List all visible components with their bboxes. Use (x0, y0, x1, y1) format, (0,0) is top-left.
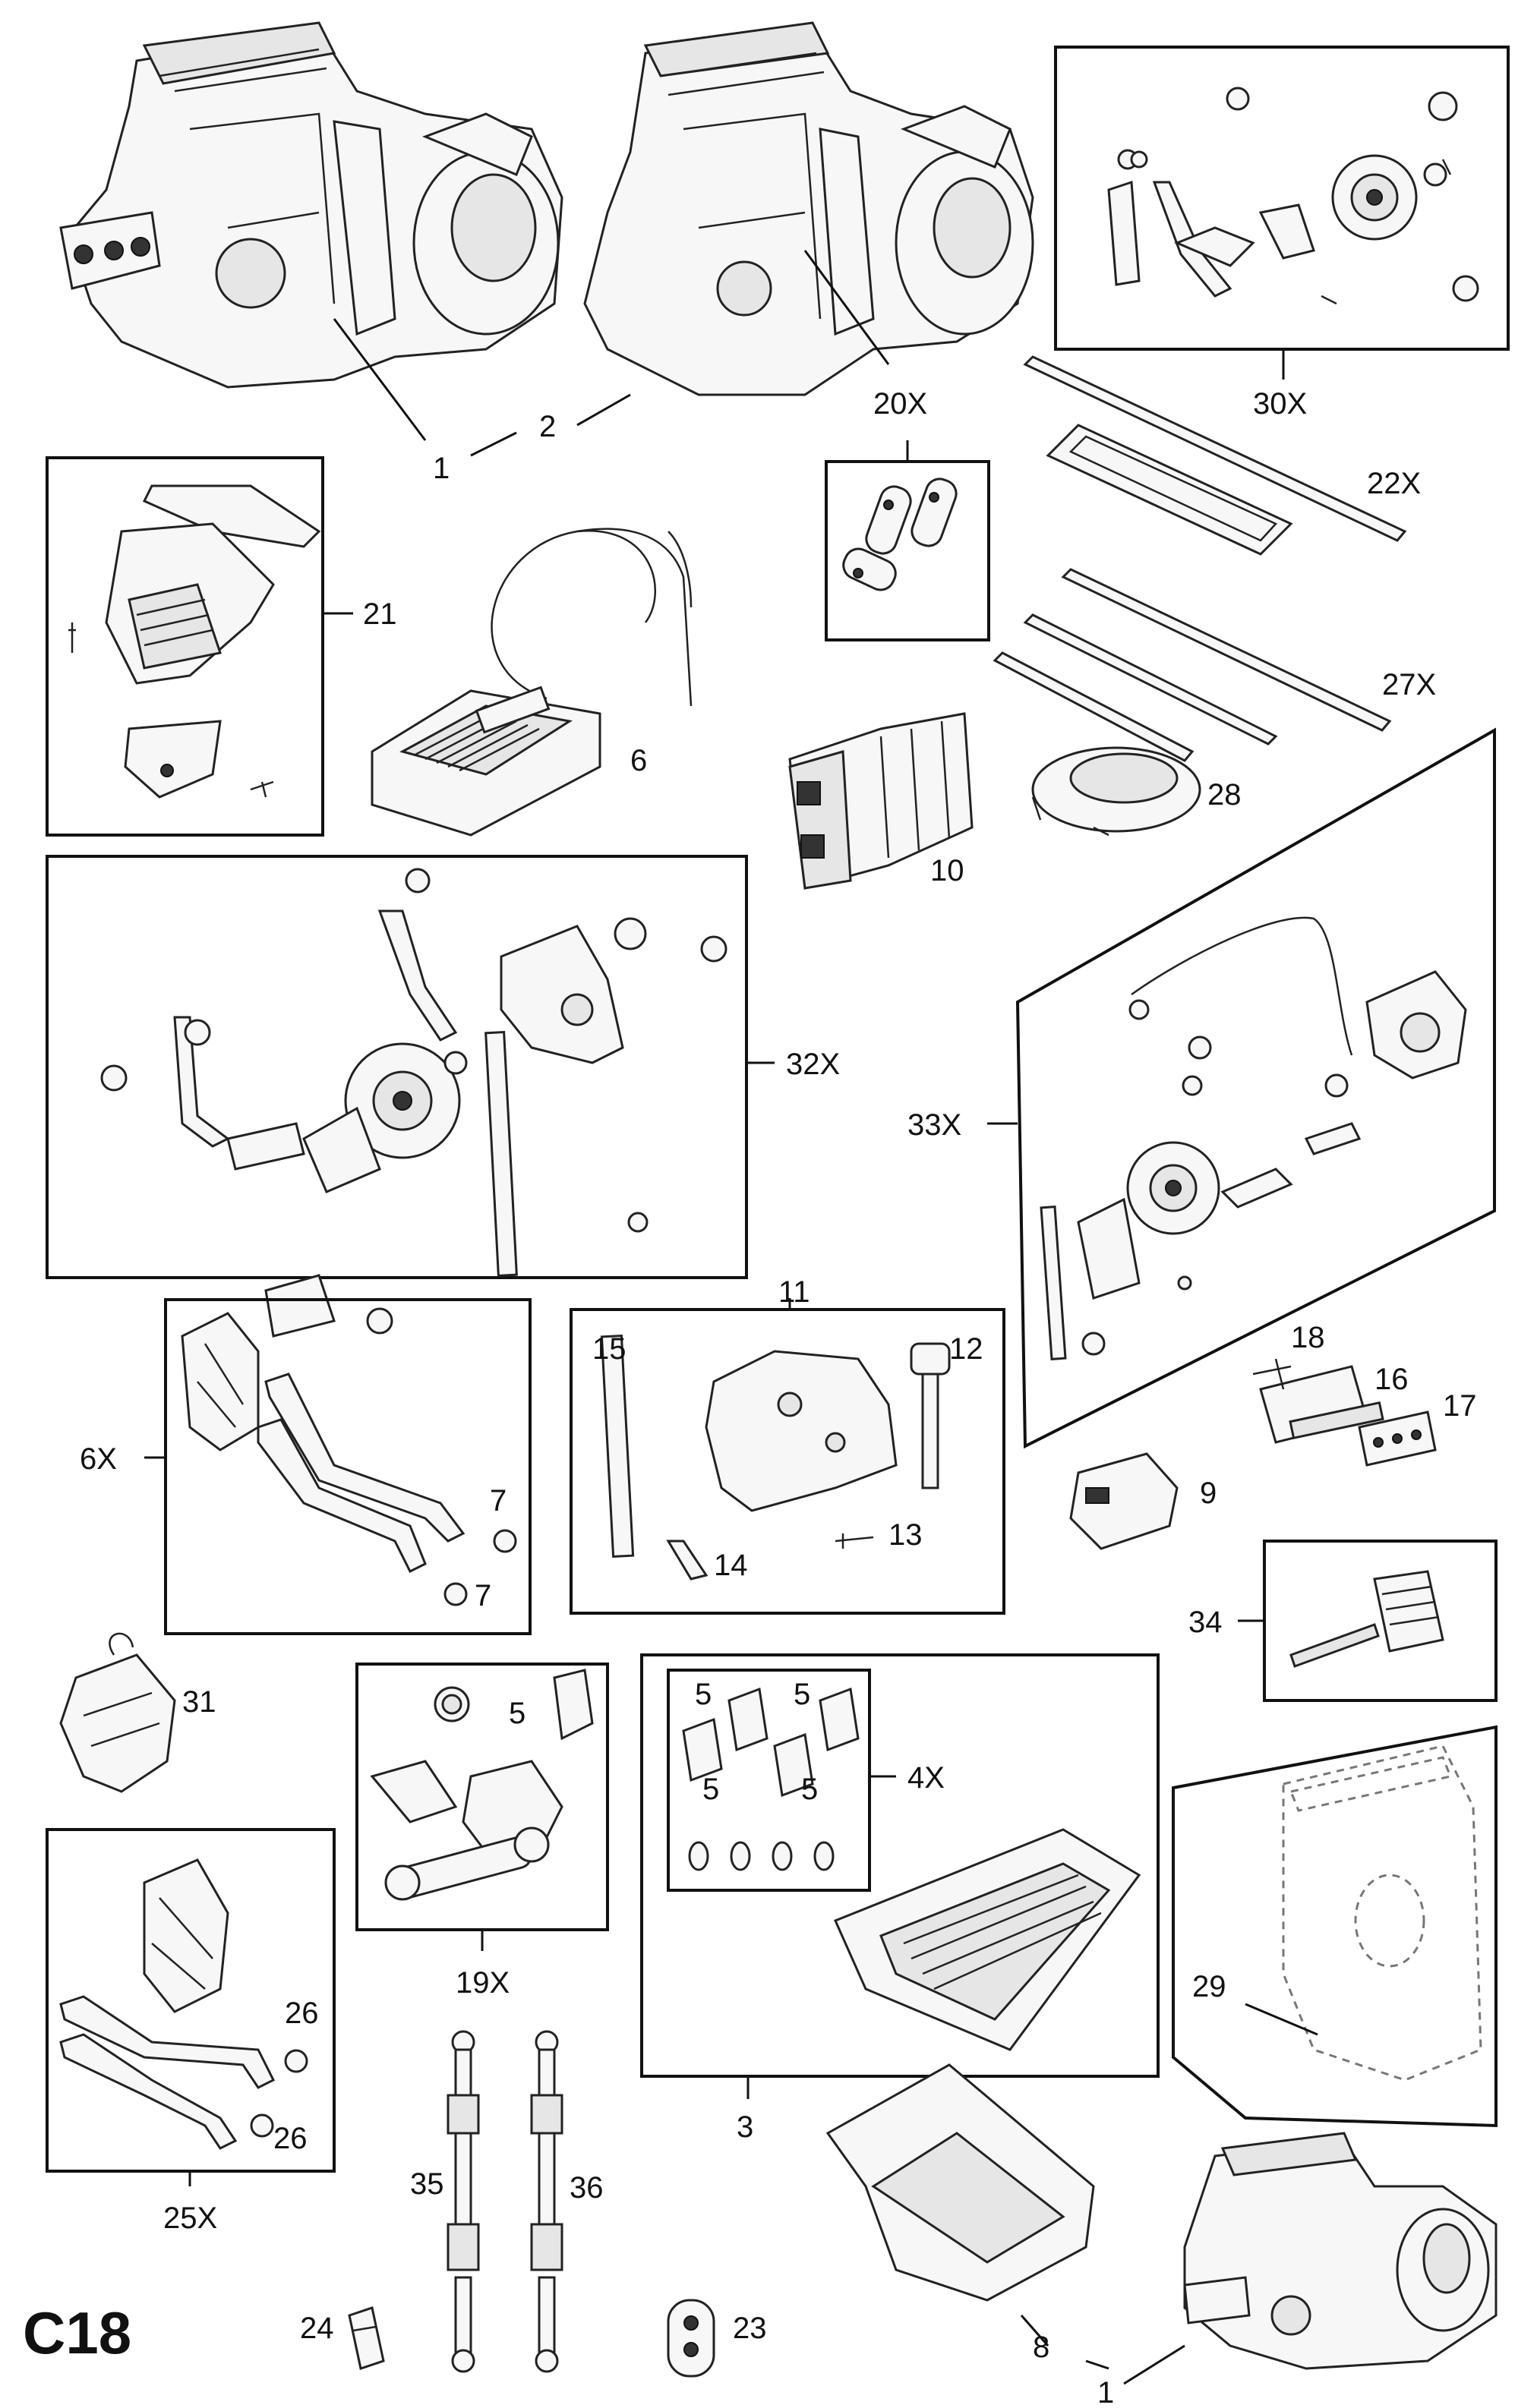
label-24: 24 (300, 2312, 334, 2345)
part-31-duct (59, 1632, 176, 1793)
label-33x: 33X (907, 1108, 961, 1142)
label-5d: 5 (702, 1773, 719, 1806)
label-1-bottom: 1 (1097, 2376, 1114, 2408)
part-36-pipe (530, 2030, 563, 2373)
label-7b: 7 (475, 1579, 491, 1612)
label-5e: 5 (801, 1773, 818, 1806)
kit-30x-box (1054, 46, 1510, 351)
seal-strips-22x (1023, 355, 1407, 556)
part-6-heater-unit (371, 528, 693, 837)
label-30x: 30X (1253, 387, 1307, 421)
label-16: 16 (1374, 1363, 1409, 1396)
detail-29-housing (1282, 1745, 1482, 2082)
kit-25x-parts (59, 1858, 308, 2150)
label-25x: 25X (163, 2202, 217, 2235)
label-21: 21 (363, 597, 397, 631)
label-28: 28 (1207, 778, 1242, 812)
heater-housing-1-detail (1183, 2132, 1498, 2370)
label-4x: 4X (907, 1761, 945, 1795)
label-9: 9 (1200, 1477, 1217, 1510)
label-3: 3 (737, 2110, 753, 2144)
label-5a: 5 (509, 1697, 525, 1730)
kit-19x-parts (370, 1669, 594, 1901)
label-10: 10 (930, 854, 964, 887)
part-8-tray (825, 2063, 1095, 2302)
kit-32x-parts (100, 868, 727, 1338)
kit-34-box (1263, 1540, 1498, 1702)
label-14: 14 (714, 1549, 748, 1582)
heater-housing-2 (583, 21, 1034, 396)
label-26b: 26 (273, 2122, 308, 2155)
label-32x: 32X (786, 1048, 840, 1081)
label-12: 12 (949, 1332, 983, 1366)
label-19x: 19X (456, 1966, 510, 2000)
kit-4x-box (667, 1669, 871, 1892)
label-36: 36 (570, 2171, 604, 2205)
label-18: 18 (1291, 1321, 1325, 1354)
label-15: 15 (592, 1332, 626, 1366)
label-17: 17 (1443, 1389, 1477, 1423)
kit-6x-parts (181, 1312, 517, 1606)
label-29: 29 (1192, 1970, 1226, 2003)
part-23-grommet (667, 2299, 715, 2378)
label-11: 11 (778, 1275, 810, 1309)
heater-housing-1 (59, 21, 563, 389)
label-20x: 20X (873, 387, 927, 421)
label-22x: 22X (1367, 467, 1421, 500)
part-3-heater-core (833, 1828, 1141, 2051)
kit-32x-box (46, 855, 748, 1279)
label-27x: 27X (1382, 668, 1436, 701)
label-35: 35 (410, 2167, 444, 2201)
detail-29-panel (1172, 1725, 1498, 2128)
diagram-code: C18 (23, 2299, 131, 2366)
part-35-pipe (447, 2030, 480, 2373)
label-5c: 5 (794, 1678, 810, 1711)
label-6: 6 (630, 744, 647, 777)
seal-strips-27x (993, 568, 1392, 762)
kit-33x-parts (1040, 916, 1467, 1360)
kit-11-box (570, 1308, 1005, 1615)
part-16-bracket (1252, 1358, 1437, 1467)
kit-21-parts (68, 484, 321, 799)
kit-21-box (46, 456, 324, 837)
label-2: 2 (539, 410, 556, 443)
label-6x: 6X (80, 1442, 117, 1476)
kit-11-parts (600, 1334, 951, 1581)
part-34-sensor (1289, 1570, 1444, 1668)
label-26a: 26 (285, 1997, 319, 2030)
kit-20x-parts (842, 478, 958, 591)
part-10-resistor (788, 712, 974, 890)
kit-30x-parts (1107, 87, 1479, 305)
kit-4x-clips (682, 1687, 860, 1871)
part-24-clip (348, 2306, 385, 2370)
label-31: 31 (182, 1685, 216, 1719)
label-23: 23 (733, 2312, 767, 2345)
label-7a: 7 (490, 1484, 507, 1518)
label-8: 8 (1033, 2331, 1049, 2364)
label-5b: 5 (695, 1678, 712, 1711)
kit-3-box (640, 1653, 1160, 2078)
label-13: 13 (888, 1518, 923, 1552)
label-1: 1 (433, 452, 450, 485)
kit-33x-panel (1015, 727, 1496, 1449)
kit-6x-box (164, 1298, 532, 1635)
label-34: 34 (1188, 1606, 1223, 1639)
part-9-actuator (1069, 1452, 1179, 1550)
part-28-seal-ring (1031, 746, 1201, 837)
